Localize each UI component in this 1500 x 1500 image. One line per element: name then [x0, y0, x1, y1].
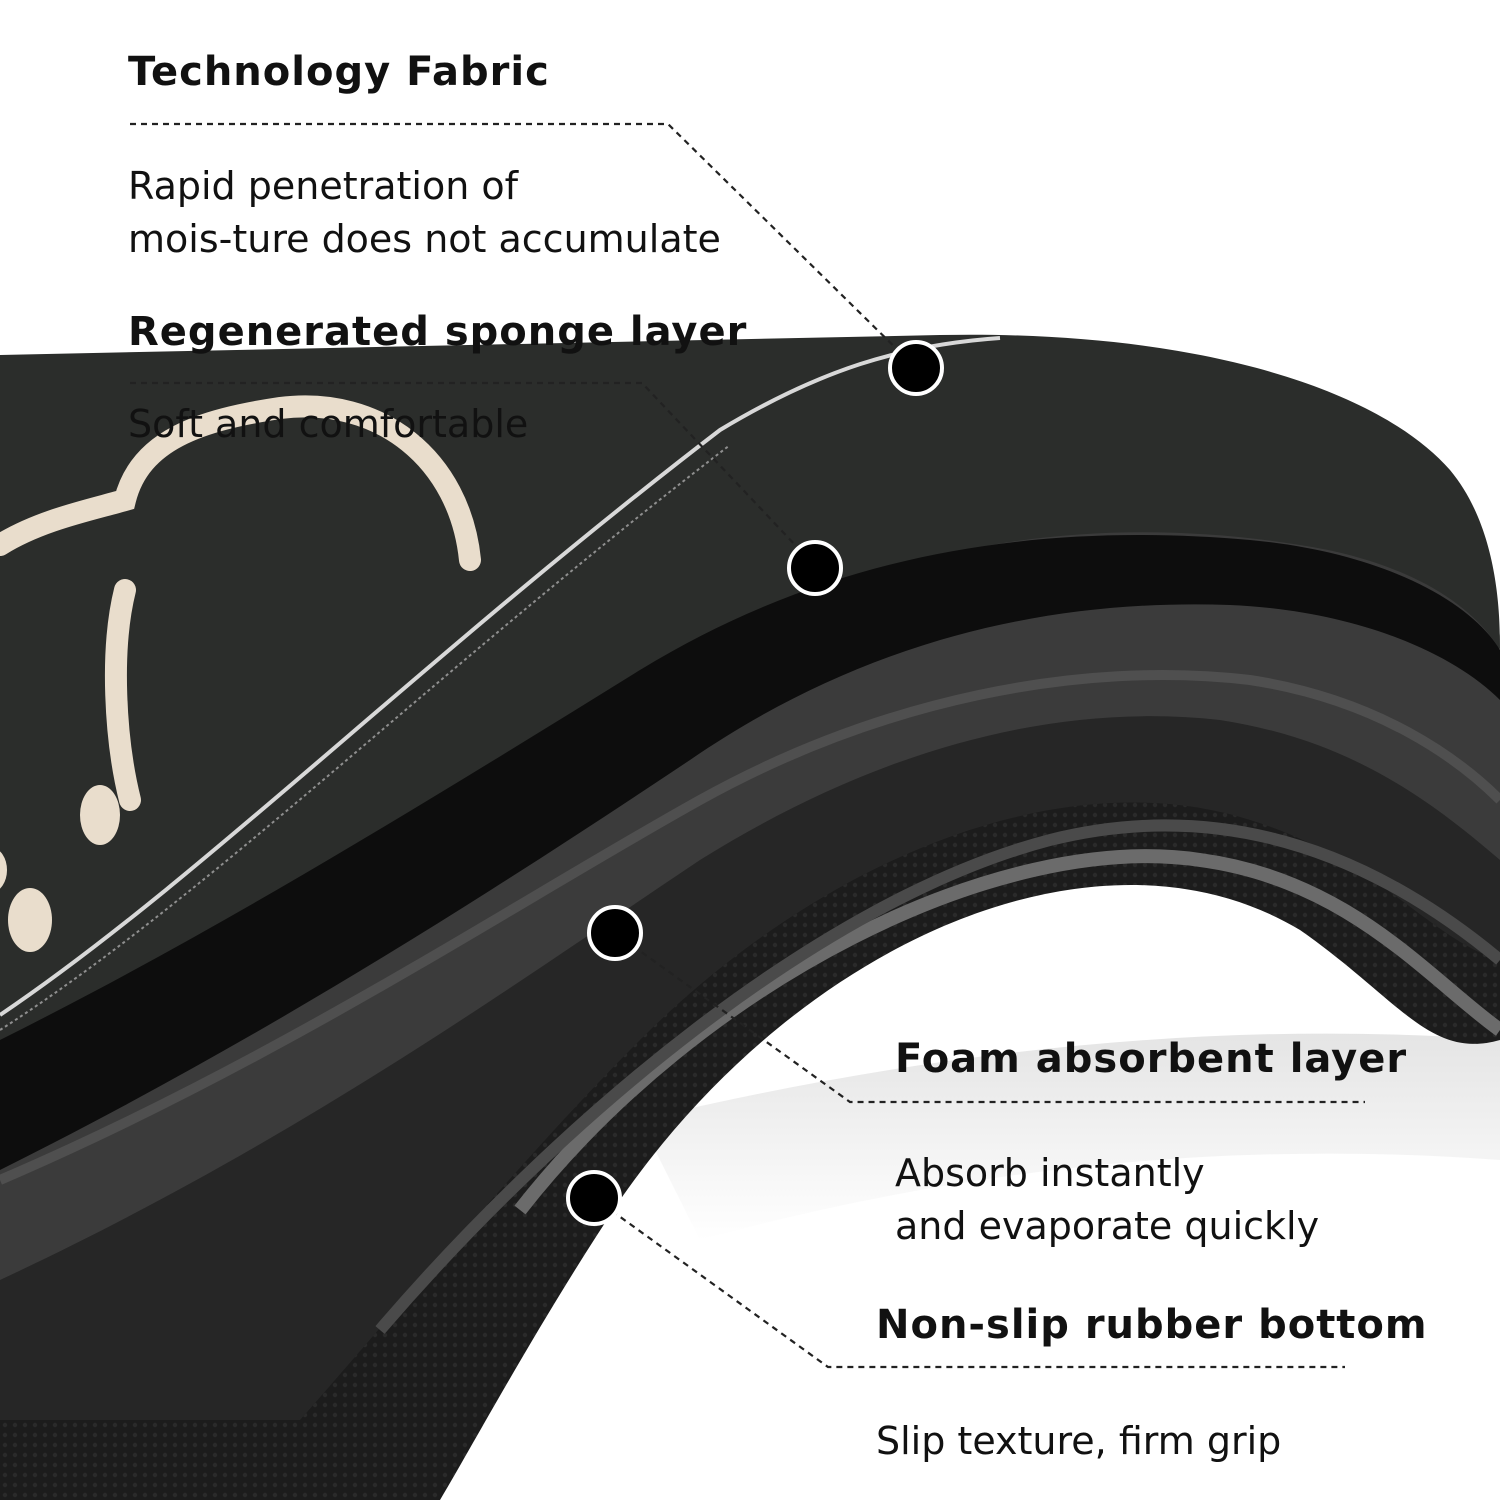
marker-dot-icon	[587, 905, 643, 961]
callout-line: mois-ture does not accumulate	[128, 217, 721, 261]
fabric-white-edge	[0, 336, 1001, 1017]
callout-rubber-bottom: Non-slip rubber bottom Slip texture, fir…	[876, 1303, 1428, 1468]
leader-sponge-layer	[130, 381, 816, 567]
cartoon-dots	[0, 785, 120, 952]
callout-title: Regenerated sponge layer	[128, 309, 748, 355]
floor-shadow	[640, 1033, 1500, 1240]
callout-description: Absorb instantly and evaporate quickly	[895, 1147, 1407, 1253]
fabric-white-edge-inner	[0, 444, 731, 1031]
callout-foam-layer: Foam absorbent layer Absorb instantly an…	[895, 1037, 1407, 1253]
callout-sponge-layer: Regenerated sponge layer Soft and comfor…	[128, 310, 747, 451]
leader-technology-fabric	[130, 122, 917, 369]
marker-dot-icon	[888, 340, 944, 396]
leader-lines	[130, 122, 1365, 1369]
callout-title: Non-slip rubber bottom	[876, 1302, 1428, 1348]
sponge-lower-edge	[0, 670, 1500, 1185]
marker-dot-icon	[787, 540, 843, 596]
sponge-layer	[0, 436, 1500, 1280]
marker-dots	[566, 340, 944, 1226]
leader-foam-layer	[614, 932, 1365, 1104]
callout-title: Technology Fabric	[128, 49, 550, 95]
fabric-top-surface	[0, 334, 1500, 1060]
callout-description: Soft and comfortable	[128, 398, 747, 451]
cartoon-pattern	[0, 395, 481, 811]
callout-description: Rapid penetration of mois-ture does not …	[128, 160, 721, 266]
marker-dot-icon	[566, 1170, 622, 1226]
callout-description: Slip texture, firm grip	[876, 1415, 1428, 1468]
fabric-dark-band	[0, 535, 1500, 1170]
callout-line: Rapid penetration of	[128, 164, 519, 208]
callout-technology-fabric: Technology Fabric Rapid penetration of m…	[128, 50, 721, 266]
callout-line: Soft and comfortable	[128, 402, 529, 446]
leader-rubber-bottom	[593, 1197, 1345, 1369]
callout-line: Slip texture, firm grip	[876, 1419, 1282, 1463]
callout-line: Absorb instantly	[895, 1151, 1205, 1195]
foam-edge-line	[375, 819, 1500, 1334]
callout-line: and evaporate quickly	[895, 1204, 1320, 1248]
rubber-edge-line	[514, 849, 1500, 1215]
callout-title: Foam absorbent layer	[895, 1036, 1408, 1082]
